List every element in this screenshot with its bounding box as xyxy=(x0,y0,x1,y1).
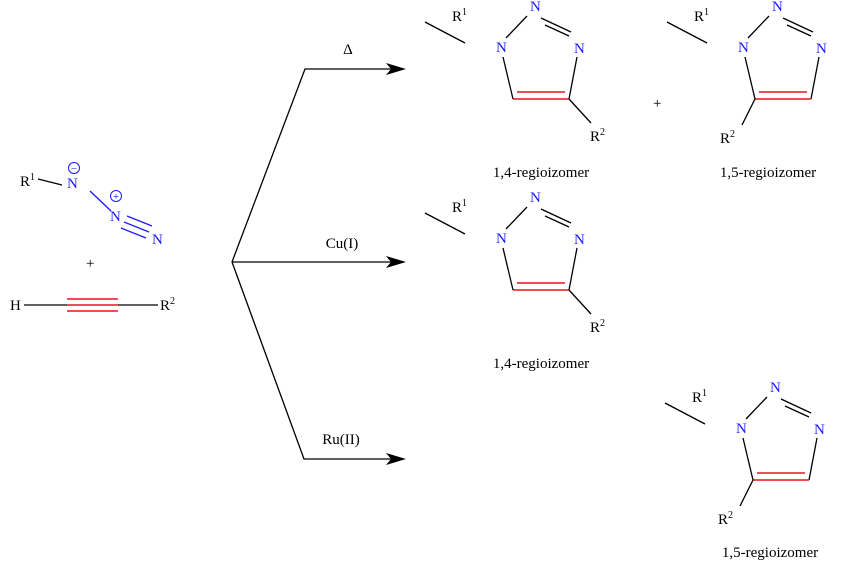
alkyne-r2-label: R2 xyxy=(160,296,175,314)
product-copper-14-triazole: R1 N N N R2 xyxy=(424,190,605,336)
svg-text:R2: R2 xyxy=(590,318,605,336)
arrow-head-copper xyxy=(386,256,406,268)
svg-text:R2: R2 xyxy=(718,510,733,528)
svg-text:N: N xyxy=(772,0,783,15)
isomer-label-ruthenium-15: 1,5-regioizomer xyxy=(722,545,818,561)
positive-charge-icon xyxy=(110,190,122,202)
svg-text:N: N xyxy=(530,0,541,15)
isomer-label-thermal-15: 1,5-regioizomer xyxy=(720,165,816,181)
product-plus-sign: + xyxy=(653,96,661,112)
azide-r1-label: R1 xyxy=(20,172,35,190)
alkyne-reactant: H R2 xyxy=(10,296,175,314)
alkyne-h-label: H xyxy=(10,298,21,314)
azide-n3-atom: N xyxy=(152,232,163,248)
azide-positive-charge: + xyxy=(113,191,119,203)
svg-text:R1: R1 xyxy=(452,7,467,25)
arrow-head-thermal xyxy=(386,63,406,75)
svg-text:N: N xyxy=(530,190,541,206)
svg-text:R1: R1 xyxy=(694,7,709,25)
azide-n2-atom: N xyxy=(110,209,121,225)
condition-copper: Cu(I) xyxy=(326,236,359,252)
svg-text:N: N xyxy=(574,41,585,57)
isomer-label-copper-14: 1,4-regioizomer xyxy=(493,356,589,372)
azide-n1-atom: N xyxy=(67,176,78,192)
svg-text:N: N xyxy=(496,231,507,247)
branching-paths xyxy=(231,68,400,460)
svg-text:R2: R2 xyxy=(720,129,735,147)
product-thermal-15-triazole: R1 N N N R2 xyxy=(666,0,827,147)
product-ruthenium-15-triazole: R1 N N N R2 xyxy=(664,380,825,528)
condition-ruthenium: Ru(II) xyxy=(322,432,360,448)
svg-text:N: N xyxy=(738,40,749,56)
svg-text:N: N xyxy=(770,380,781,396)
condition-thermal: Δ xyxy=(343,42,353,58)
azide-negative-charge: − xyxy=(71,163,77,175)
svg-text:N: N xyxy=(736,421,747,437)
svg-text:N: N xyxy=(814,422,825,438)
negative-charge-icon xyxy=(68,162,80,174)
svg-text:N: N xyxy=(574,232,585,248)
svg-text:N: N xyxy=(496,40,507,56)
azide-reactant: R1 N − N + N xyxy=(20,162,163,248)
svg-text:N: N xyxy=(816,41,827,57)
svg-text:R2: R2 xyxy=(590,127,605,145)
reactant-plus-sign: + xyxy=(86,256,94,272)
svg-text:R1: R1 xyxy=(452,198,467,216)
product-thermal-14-triazole: R1 N N N R2 xyxy=(424,0,605,145)
svg-text:R1: R1 xyxy=(692,388,707,406)
arrow-head-ruthenium xyxy=(386,453,406,465)
isomer-label-thermal-14: 1,4-regioizomer xyxy=(493,165,589,181)
